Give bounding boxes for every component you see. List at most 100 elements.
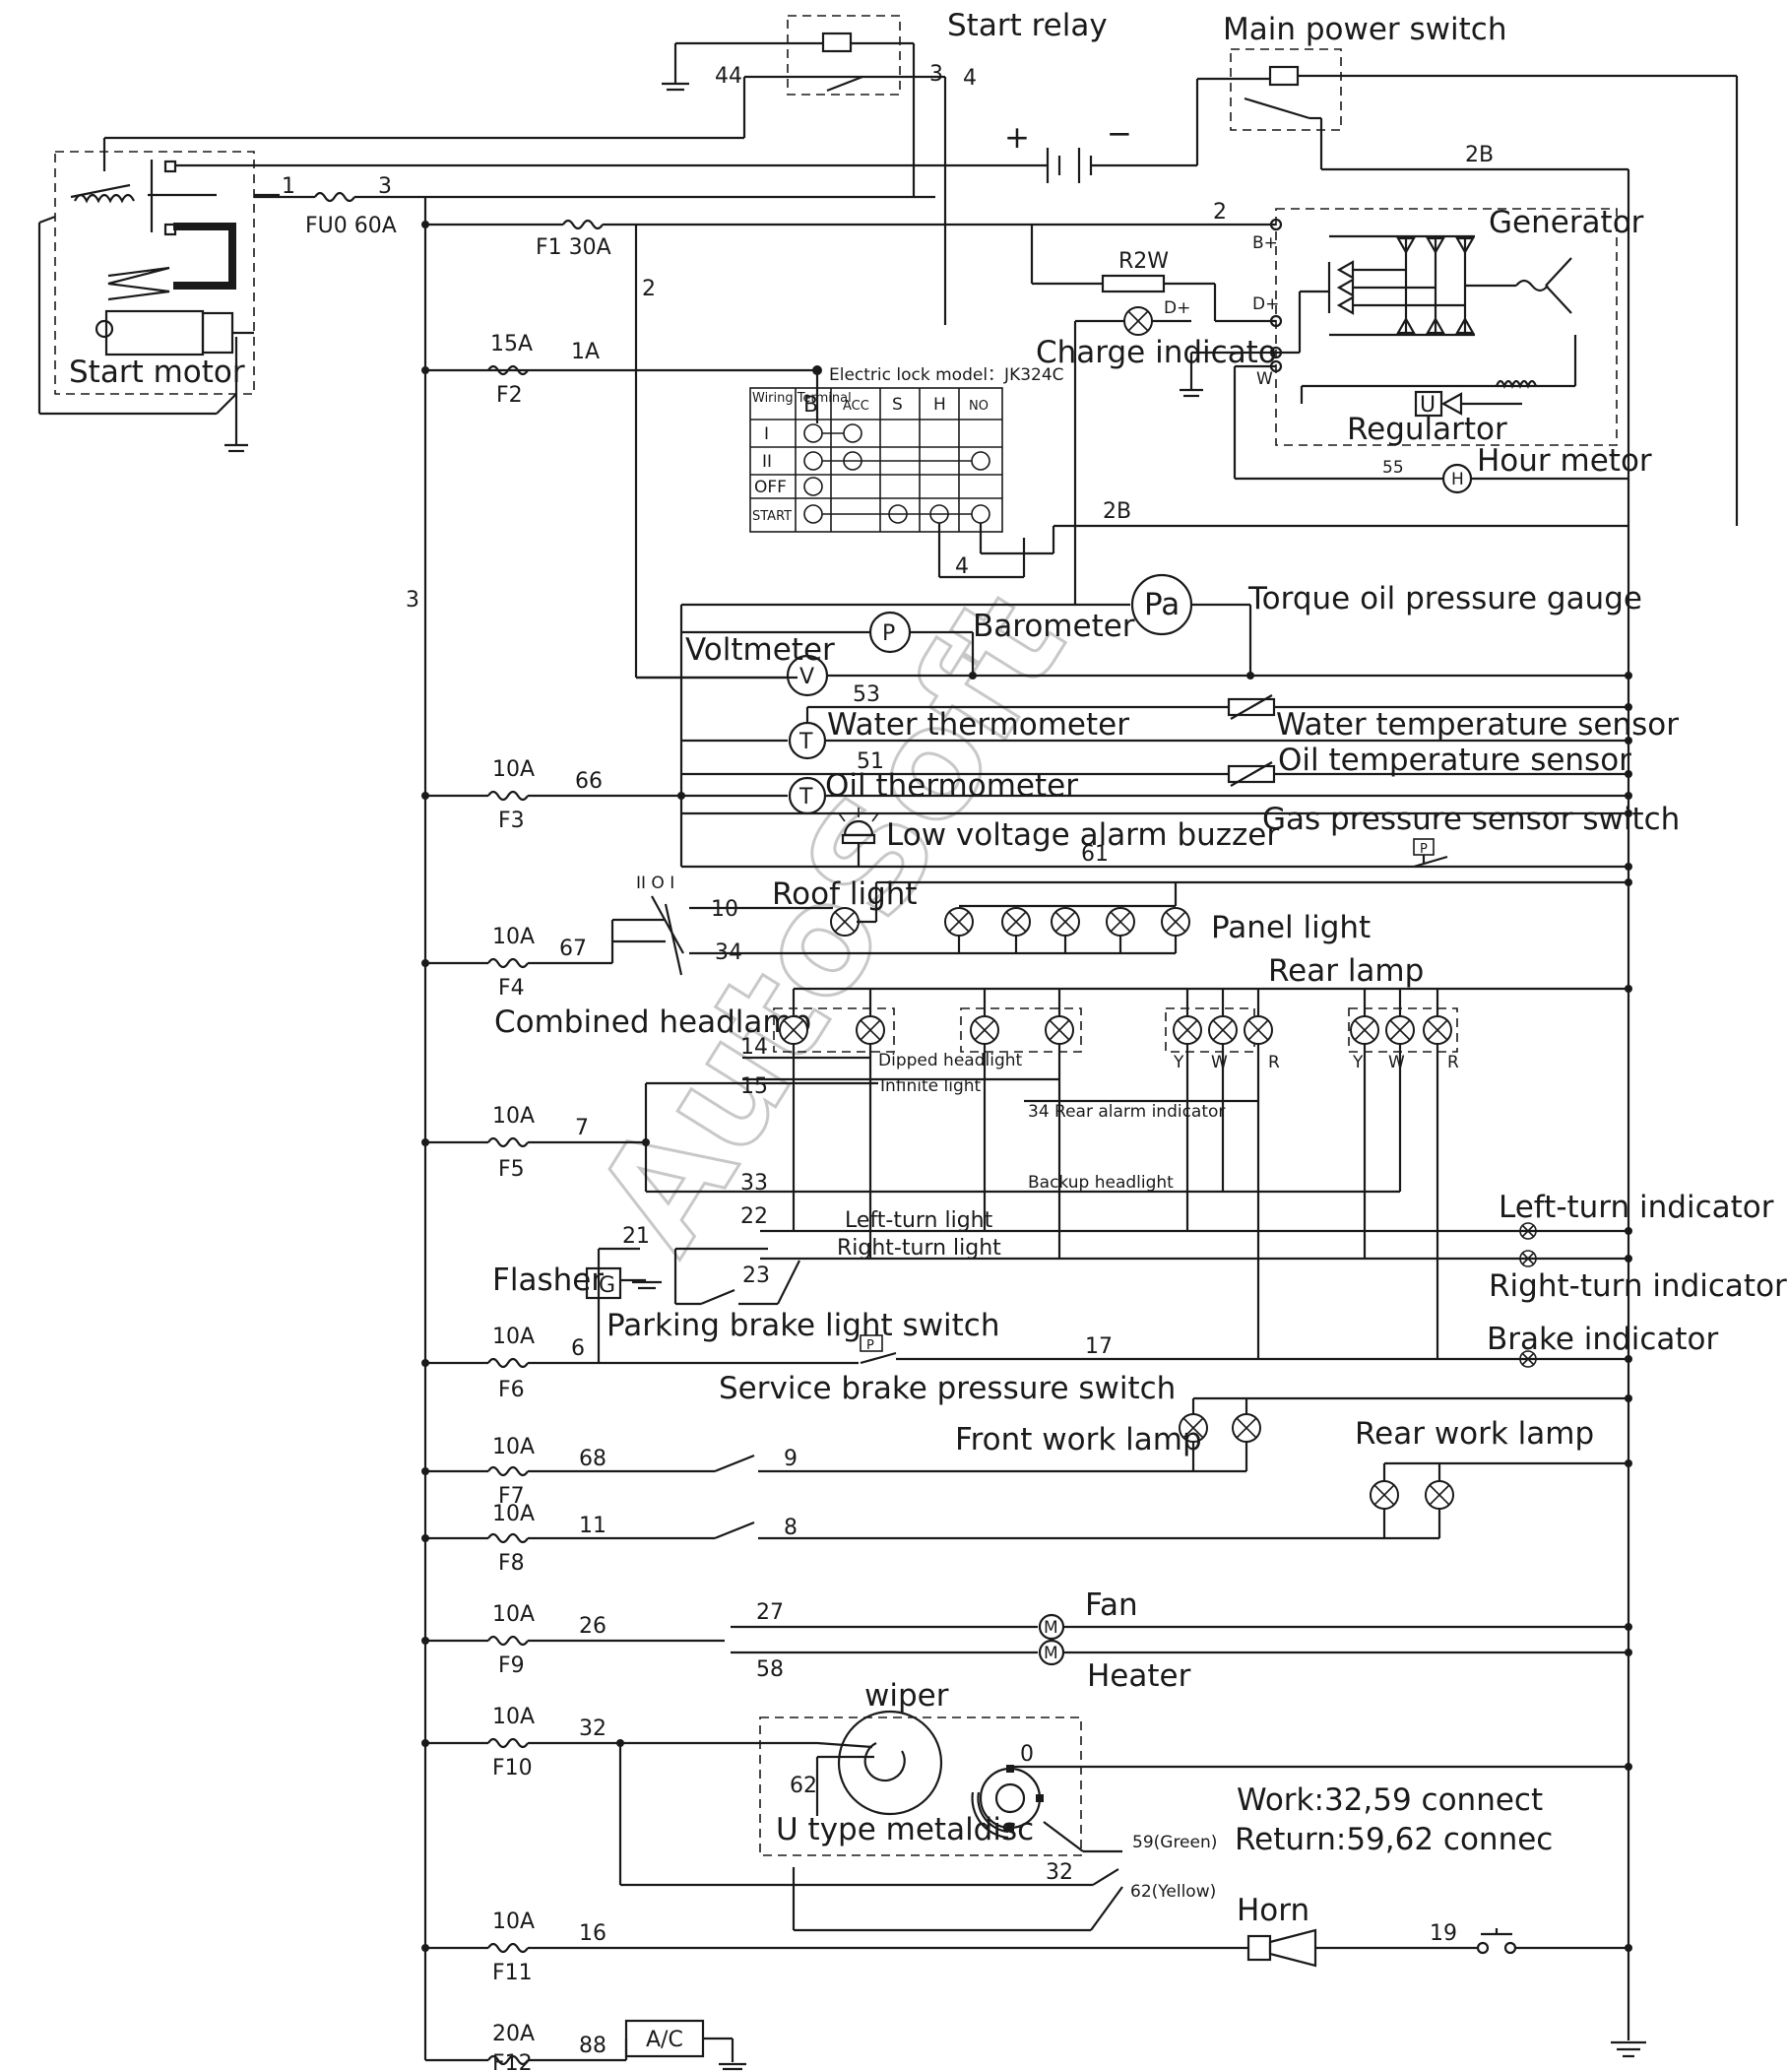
wire-67: 67 bbox=[559, 937, 587, 961]
left-turn-indicator: Left-turn indicator bbox=[1499, 1190, 1774, 1225]
rear-alarm-indicator: 34 Rear alarm indicator bbox=[1028, 1102, 1225, 1122]
flasher-label: Flasher bbox=[492, 1263, 604, 1298]
flasher-g: G bbox=[599, 1273, 615, 1298]
hour-meter: H 55 Hour metor bbox=[1233, 364, 1652, 494]
roof-light-label: Roof light bbox=[772, 876, 918, 912]
rear-lamp-r-1: R bbox=[1268, 1053, 1280, 1072]
fuse-F5-id: F5 bbox=[498, 1157, 525, 1182]
fuse-F7-rating: 10A bbox=[492, 1435, 535, 1459]
water-thermo-t: T bbox=[798, 730, 813, 754]
start-motor: Start motor bbox=[37, 138, 280, 453]
lock-header-no: NO bbox=[969, 399, 989, 414]
wiper-label: wiper bbox=[864, 1678, 949, 1714]
ground-junctions bbox=[421, 221, 1632, 1952]
wire-4b: 4 bbox=[955, 554, 969, 579]
lock-header-acc: ACC bbox=[843, 399, 869, 414]
horn-circuit: 10A F11 16 Horn 19 bbox=[425, 1893, 1628, 1985]
fan-motor-m: M bbox=[1044, 1618, 1058, 1638]
fan-heater: 10A F9 26 27 58 M M Fan Heater bbox=[425, 1587, 1628, 1694]
right-turn-indicator: Right-turn indicator bbox=[1489, 1268, 1787, 1304]
wiper-terminal-0: 0 bbox=[1020, 1742, 1034, 1767]
wire-11: 11 bbox=[579, 1514, 606, 1538]
main-power-switch: Main power switch 2B bbox=[1223, 12, 1739, 526]
gas-switch-p: P bbox=[1420, 842, 1428, 857]
voltmeter-v: V bbox=[799, 665, 814, 689]
wire-21: 21 bbox=[622, 1224, 650, 1249]
wire-15: 15 bbox=[740, 1074, 768, 1099]
wire-9: 9 bbox=[784, 1447, 798, 1471]
regulator-label: Regulartor bbox=[1347, 412, 1507, 447]
generator-label: Generator bbox=[1489, 205, 1644, 240]
wire-51: 51 bbox=[857, 749, 884, 774]
headlamps-and-rear-lamps: Rear lamp Combined headlamp Y W R Y W R bbox=[425, 953, 1628, 1231]
wire-6: 6 bbox=[571, 1336, 585, 1361]
start-relay-label: Start relay bbox=[947, 8, 1108, 43]
fuse-F1: F1 30A bbox=[536, 235, 611, 260]
wire-2b: 2 bbox=[1213, 200, 1227, 225]
work-lamps: 10A F7 68 9 Front work lamp 10A F8 11 8 … bbox=[425, 1396, 1628, 1576]
barometer-label: Barometer bbox=[973, 609, 1135, 644]
wire-8: 8 bbox=[784, 1516, 798, 1540]
wire-1A: 1A bbox=[571, 340, 600, 364]
main-fuse-line: 1 3 FU0 60A bbox=[254, 174, 425, 238]
fuse-F6-id: F6 bbox=[498, 1378, 525, 1402]
start-relay: Start relay 44 3 4 bbox=[104, 8, 1108, 325]
lock-row-start: START bbox=[752, 509, 792, 524]
wire-55: 55 bbox=[1382, 458, 1404, 478]
fan-label: Fan bbox=[1085, 1587, 1138, 1623]
wire-58: 58 bbox=[756, 1657, 784, 1682]
fuse-F11-rating: 10A bbox=[492, 1910, 535, 1934]
lock-row-off: OFF bbox=[754, 478, 787, 497]
rear-lamp-r-2: R bbox=[1447, 1053, 1459, 1072]
battery-minus: − bbox=[1107, 116, 1132, 152]
fuse-F7-id: F7 bbox=[498, 1484, 525, 1509]
wire-2a: 2 bbox=[642, 277, 656, 301]
dipped-headlight: Dipped headlight bbox=[878, 1051, 1023, 1070]
gauges: Pa Torque oil pressure gauge P Barometer… bbox=[425, 573, 1680, 867]
fuse-F9-rating: 10A bbox=[492, 1602, 535, 1627]
left-turn-light: Left-turn light bbox=[845, 1208, 993, 1233]
infinite-light: Infinite light bbox=[880, 1076, 982, 1096]
electric-lock-table: Electric lock model：JK324C 1A Wiring Ter… bbox=[425, 340, 1628, 579]
fuse-F3-id: F3 bbox=[498, 809, 525, 833]
fuse-F3-rating: 10A bbox=[492, 757, 535, 782]
wire-3b: 3 bbox=[378, 174, 392, 199]
wire-10: 10 bbox=[711, 897, 738, 922]
generator: B+ D+ W Generator U bbox=[1252, 205, 1644, 447]
wire-1: 1 bbox=[282, 174, 295, 199]
charge-indicator: D+ Charge indicato bbox=[1036, 298, 1277, 605]
fuse-F11-id: F11 bbox=[492, 1961, 533, 1985]
lock-header-h: H bbox=[933, 395, 946, 415]
torque-gauge-label: Torque oil pressure gauge bbox=[1247, 581, 1642, 616]
wire-32b: 32 bbox=[1046, 1860, 1073, 1885]
front-work-lamp-label: Front work lamp bbox=[955, 1422, 1202, 1457]
battery-plus: + bbox=[1004, 120, 1030, 156]
wire-66: 66 bbox=[575, 769, 603, 794]
fuse-F2-rating: 15A bbox=[490, 332, 533, 356]
brake-circuit: 10A F6 6 P 17 Brake indicator Service br… bbox=[425, 1044, 1718, 1406]
hour-meter-label: Hour metor bbox=[1477, 443, 1652, 479]
ac-circuit: 20A F12 88 A/C bbox=[425, 2019, 746, 2072]
wire-19: 19 bbox=[1430, 1921, 1457, 1946]
wire-22: 22 bbox=[740, 1204, 768, 1229]
work-note: Work:32,59 connect bbox=[1237, 1782, 1543, 1818]
wire-62: 62 bbox=[790, 1774, 817, 1798]
fuse-F10-id: F10 bbox=[492, 1756, 533, 1781]
wiper-circuit: 10A F10 32 wiper 62 0 U type metaldisc 5… bbox=[425, 1678, 1628, 1932]
wire-44: 44 bbox=[715, 64, 742, 89]
right-turn-light: Right-turn light bbox=[837, 1236, 1001, 1261]
wire-2B-top: 2B bbox=[1465, 143, 1494, 167]
wire-green: 59(Green) bbox=[1132, 1833, 1217, 1852]
lock-row-ii: II bbox=[762, 452, 772, 472]
fuse-F6-rating: 10A bbox=[492, 1325, 535, 1349]
rear-lamp-y-1: Y bbox=[1173, 1053, 1184, 1072]
fuse-F8-rating: 10A bbox=[492, 1502, 535, 1526]
main-power-switch-label: Main power switch bbox=[1223, 12, 1507, 47]
wire-17: 17 bbox=[1085, 1334, 1113, 1359]
service-switch-label: Service brake pressure switch bbox=[719, 1371, 1176, 1406]
return-note: Return:59,62 connec bbox=[1235, 1822, 1553, 1857]
u-metaldisc-label: U type metaldisc bbox=[776, 1812, 1034, 1847]
rear-lamp-w-2: W bbox=[1388, 1053, 1405, 1072]
fuse-F10-rating: 10A bbox=[492, 1705, 535, 1729]
wire-88: 88 bbox=[579, 2034, 606, 2058]
